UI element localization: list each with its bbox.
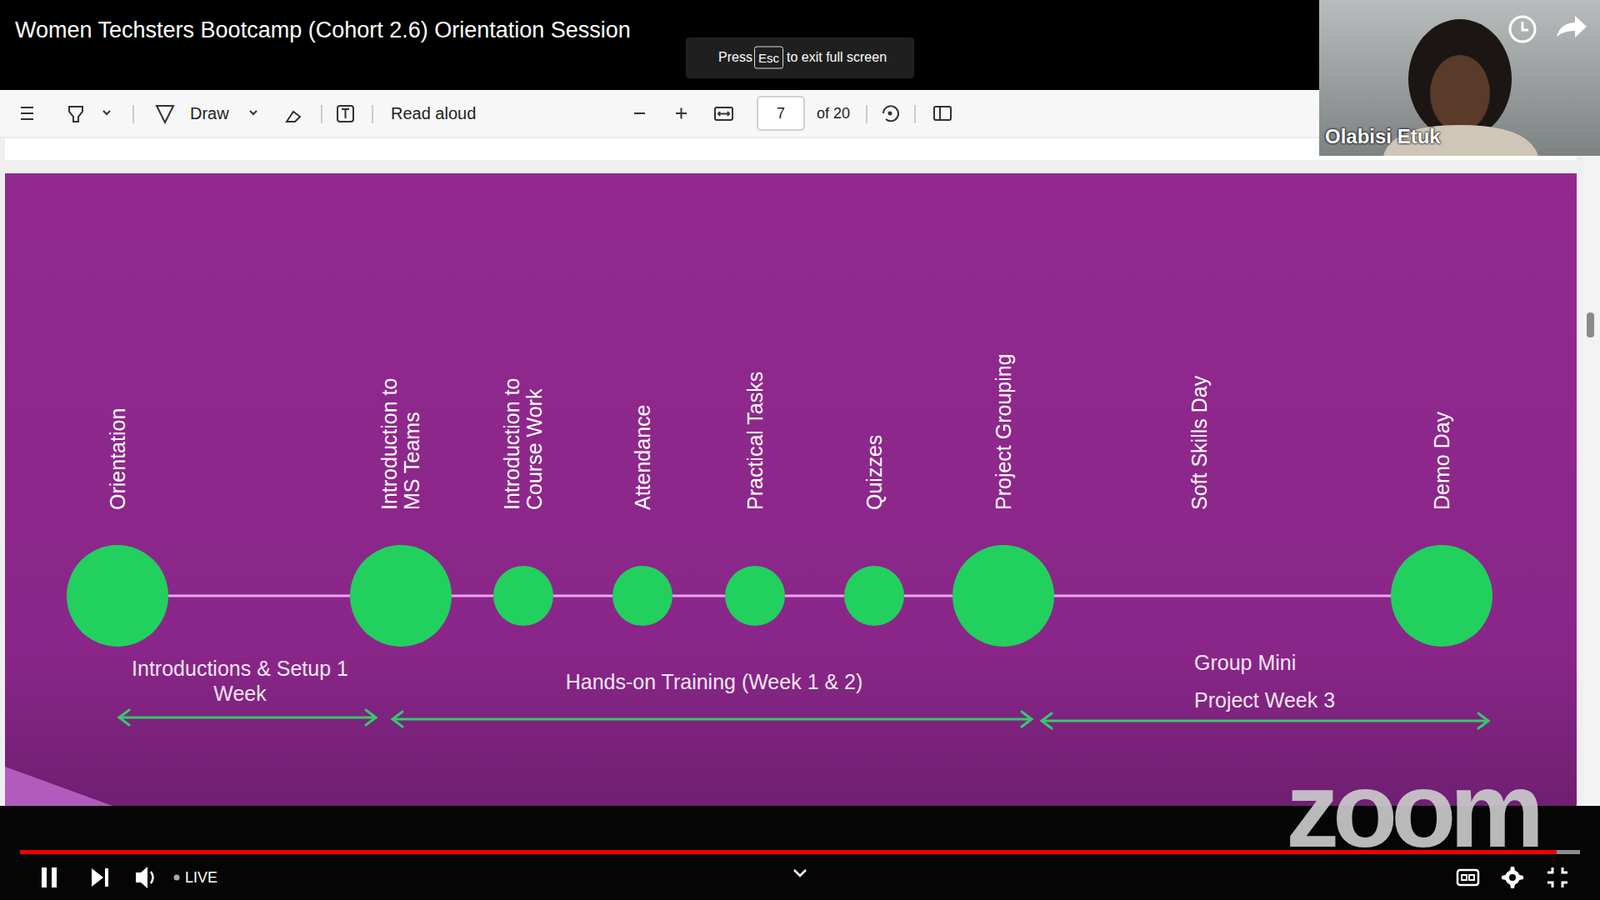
milestone-label: Introduction to Course Work (500, 343, 546, 510)
milestone-label: Orientation (106, 408, 130, 510)
milestone-circle: Demo Day (1390, 545, 1493, 647)
milestone-circle: Quizzes (844, 565, 905, 626)
milestone-circle: Introduction to MS Teams (350, 545, 452, 647)
milestone-circle: Orientation (66, 545, 169, 647)
phase-arrows (119, 710, 1489, 729)
timeline-line (451, 595, 494, 598)
webcam-panel (1319, 0, 1600, 156)
milestone-label: Attendance (631, 405, 655, 511)
milestone-circle: Practical Tasks (725, 565, 785, 626)
slide (5, 173, 1577, 806)
milestone-circle: Introduction to Course Work (493, 565, 554, 626)
milestone-circle: Attendance (612, 565, 673, 626)
timeline-line (553, 595, 613, 598)
milestone-label: Quizzes (863, 435, 886, 510)
phase-label: Introductions & Setup 1 Week (121, 655, 360, 706)
phase-label: Group Mini Project Week 3 (1194, 644, 1361, 720)
milestone-label: Soft Skills Day (1188, 375, 1211, 510)
milestone-label: Project Grouping (992, 353, 1015, 510)
timeline-line (904, 595, 953, 598)
clock-icon (1510, 16, 1535, 42)
video-title: Women Techsters Bootcamp (Cohort 2.6) Or… (15, 17, 631, 44)
toolbar-icons (20, 96, 951, 130)
timeline-line (1054, 595, 1391, 598)
phase-label: Hands-on Training (Week 1 & 2) (565, 670, 864, 695)
timeline-line (672, 595, 725, 598)
live-badge: LIVE (185, 869, 218, 887)
page-count: of 20 (816, 105, 850, 123)
timeline-line (785, 595, 845, 598)
zoom-watermark: zoom (1285, 756, 1538, 864)
page-number: 7 (776, 105, 785, 123)
timeline-line (168, 595, 350, 598)
milestone-label: Practical Tasks (744, 371, 767, 510)
fullscreen-popup (685, 37, 915, 79)
scrollbar (1583, 137, 1600, 806)
slide-corner (5, 766, 113, 806)
key-cap: Esc (754, 46, 784, 70)
popup-text: to exit full screen (786, 50, 887, 65)
toolbar-button: Read aloud (390, 104, 476, 124)
milestone-label: Demo Day (1430, 411, 1454, 510)
milestone-label: Introduction to MS Teams (378, 376, 424, 510)
milestone-circle: Project Grouping (952, 545, 1055, 647)
player-controls (41, 866, 1568, 889)
participant-name: Olabisi Etuk (1325, 125, 1441, 149)
share-icon (1556, 15, 1587, 38)
toolbar-button: Draw (190, 104, 230, 124)
popup-text: Press (718, 50, 753, 65)
